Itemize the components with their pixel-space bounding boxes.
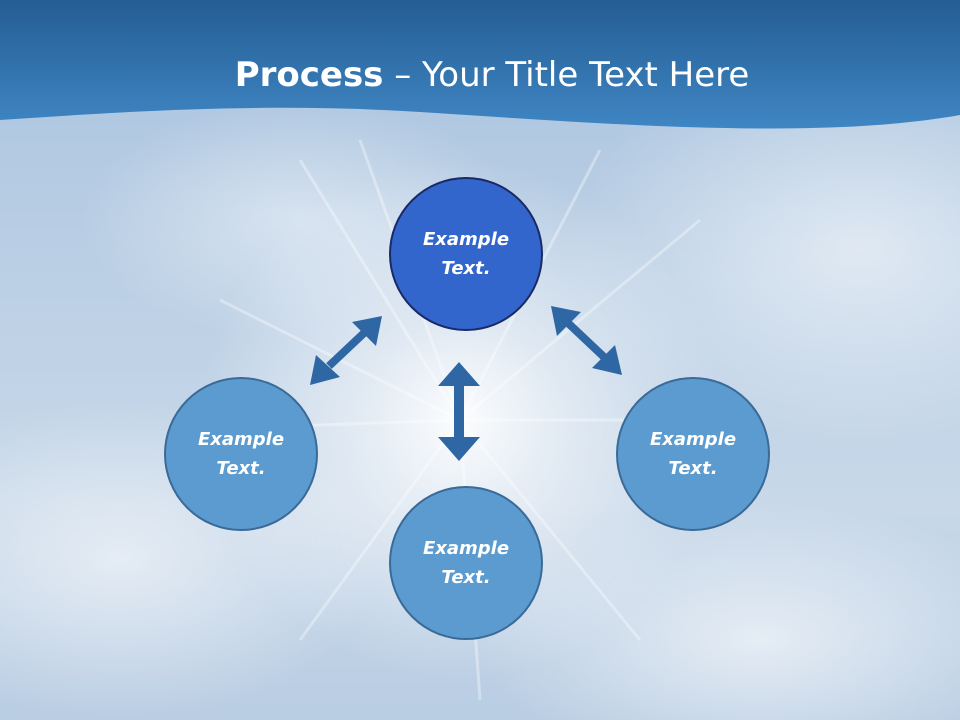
process-node-left[interactable]: Example Text. xyxy=(164,377,318,531)
process-node-bottom[interactable]: Example Text. xyxy=(389,486,543,640)
node-label: Example Text. xyxy=(422,229,510,279)
title-rest: – Your Title Text Here xyxy=(383,55,750,95)
process-node-center[interactable]: Example Text. xyxy=(389,177,543,331)
node-label: Example Text. xyxy=(197,429,285,479)
process-node-right[interactable]: Example Text. xyxy=(616,377,770,531)
node-label: Example Text. xyxy=(422,538,510,588)
header-band xyxy=(0,0,960,129)
node-label: Example Text. xyxy=(649,429,737,479)
arrow-center-to-bottom xyxy=(438,362,480,461)
arrow-center-to-left xyxy=(310,316,382,385)
slide-title: Process – Your Title Text Here xyxy=(0,50,960,100)
title-bold: Process xyxy=(234,55,384,95)
arrow-center-to-right xyxy=(551,306,622,375)
